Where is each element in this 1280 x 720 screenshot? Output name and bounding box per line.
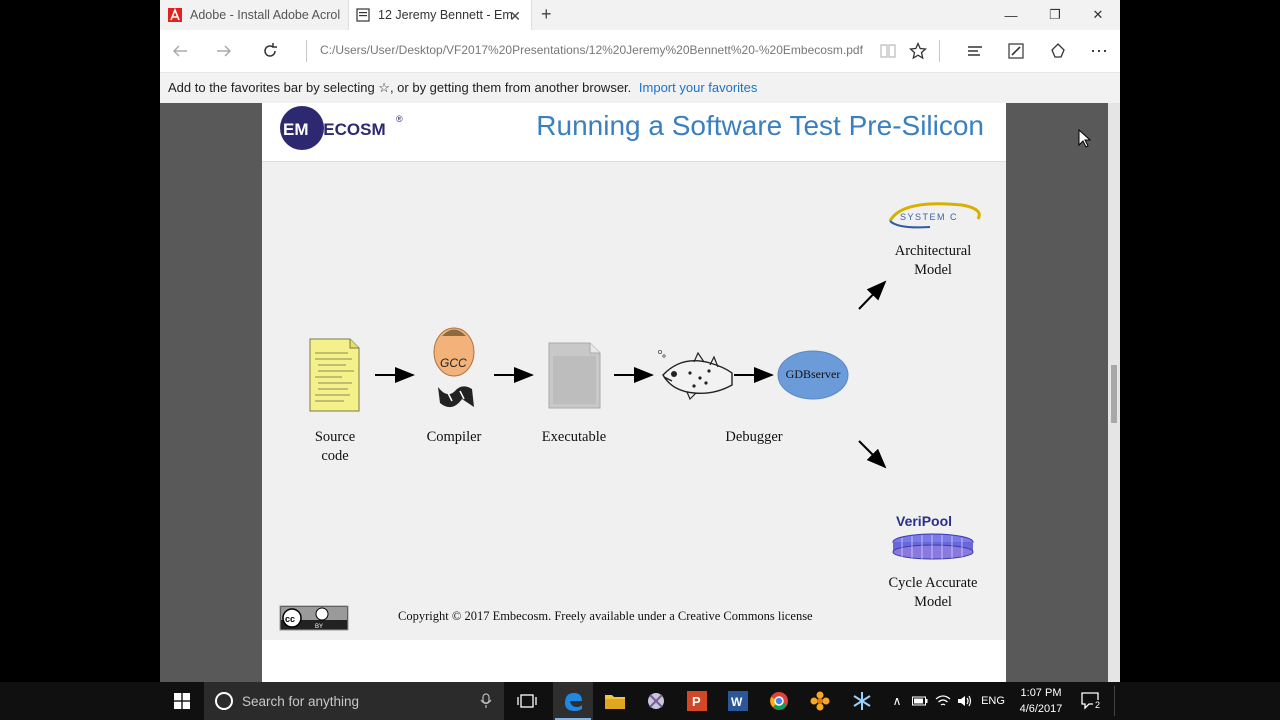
- tab-adobe[interactable]: Adobe - Install Adobe Acrol: [164, 0, 350, 30]
- copyright-notice: Copyright © 2017 Embecosm. Freely availa…: [398, 609, 813, 624]
- address-input[interactable]: C:/Users/User/Desktop/VF2017%20Presentat…: [320, 43, 863, 57]
- forward-arrow-icon[interactable]: [212, 39, 236, 63]
- flower-icon: [810, 691, 830, 711]
- taskbar-app-flower[interactable]: [800, 682, 840, 720]
- web-note-icon[interactable]: [1004, 39, 1028, 63]
- import-favorites-link[interactable]: Import your favorites: [639, 80, 758, 95]
- scrollbar-thumb[interactable]: [1111, 365, 1117, 423]
- next-page-edge: [262, 640, 1006, 682]
- microphone-icon[interactable]: [480, 693, 492, 709]
- gdb-fish-icon: [658, 350, 732, 399]
- gdbserver-label: GDBserver: [778, 367, 848, 382]
- taskbar-word[interactable]: W: [718, 682, 758, 720]
- search-placeholder: Search for anything: [242, 694, 359, 709]
- powerpoint-icon: P: [687, 691, 707, 711]
- address-separator: [306, 40, 307, 62]
- word-icon: W: [728, 691, 748, 711]
- reading-view-icon[interactable]: [876, 39, 900, 63]
- tab-bar: Adobe - Install Adobe Acrol 12 Jeremy Be…: [160, 0, 1120, 30]
- network-icon[interactable]: [932, 682, 954, 720]
- tab-title: Adobe - Install Adobe Acrol: [190, 8, 340, 22]
- close-window-button[interactable]: ✕: [1077, 0, 1119, 30]
- executable-label: Executable: [524, 428, 624, 447]
- cortana-circle-icon: [214, 691, 234, 711]
- restore-button[interactable]: ❐: [1034, 0, 1076, 30]
- address-bar: C:/Users/User/Desktop/VF2017%20Presentat…: [160, 30, 1120, 72]
- cc-text: cc: [285, 614, 295, 624]
- svg-text:W: W: [731, 695, 743, 709]
- task-view-icon: [517, 693, 537, 709]
- compiler-label: Compiler: [412, 428, 496, 447]
- gcc-compiler-icon: GCC: [434, 328, 474, 407]
- share-icon[interactable]: [1046, 39, 1070, 63]
- volume-icon[interactable]: [954, 682, 976, 720]
- back-arrow-icon[interactable]: [168, 39, 192, 63]
- folder-icon: [604, 692, 626, 710]
- windows-icon: [174, 693, 190, 709]
- veripool-logo: VeriPool: [893, 513, 973, 559]
- tab-title: 12 Jeremy Bennett - Em: [378, 8, 513, 22]
- pdf-icon: [356, 8, 370, 22]
- refresh-icon[interactable]: [258, 39, 282, 63]
- pdf-viewer[interactable]: EM BECOSM ® Running a Software Test Pre-…: [160, 103, 1120, 682]
- systemc-logo: SYSTEM C: [890, 204, 979, 228]
- svg-text:P: P: [692, 694, 701, 709]
- taskbar-powerpoint[interactable]: P: [677, 682, 717, 720]
- action-center-button[interactable]: 2: [1077, 682, 1105, 720]
- vertical-scrollbar[interactable]: [1108, 103, 1120, 682]
- clock-date: 4/6/2017: [1013, 701, 1069, 717]
- debugger-label: Debugger: [704, 428, 804, 447]
- favorites-bar: Add to the favorites bar by selecting ☆,…: [160, 72, 1120, 103]
- clock-time: 1:07 PM: [1013, 685, 1069, 701]
- tab-embecosm-pdf[interactable]: 12 Jeremy Bennett - Em ✕: [348, 0, 532, 30]
- favorites-bar-message: Add to the favorites bar by selecting ☆,…: [168, 80, 631, 95]
- taskbar: Search for anything P W ∧: [0, 682, 1280, 720]
- start-button[interactable]: [160, 682, 204, 720]
- pdf-page: EM BECOSM ® Running a Software Test Pre-…: [262, 103, 1006, 682]
- taskbar-app-bug[interactable]: [636, 682, 676, 720]
- battery-icon[interactable]: [909, 682, 931, 720]
- close-tab-icon[interactable]: ✕: [509, 8, 521, 25]
- executable-file-icon: [549, 343, 600, 408]
- systemc-logo-text: SYSTEM C: [900, 212, 958, 222]
- taskbar-file-explorer[interactable]: [595, 682, 635, 720]
- snowflake-icon: [852, 691, 872, 711]
- show-desktop-divider[interactable]: [1114, 686, 1115, 716]
- gcc-text: GCC: [440, 356, 467, 370]
- minimize-button[interactable]: —: [990, 0, 1032, 30]
- by-text: BY: [315, 624, 323, 630]
- notification-count: 2: [1093, 700, 1102, 710]
- language-text: ENG: [981, 695, 1005, 707]
- adobe-icon: [168, 8, 182, 22]
- cycle-accurate-model-label: Cycle Accurate Model: [872, 574, 994, 612]
- creative-commons-badge: cc BY: [280, 606, 348, 630]
- taskbar-app-snowflake[interactable]: [842, 682, 882, 720]
- taskbar-search-box[interactable]: Search for anything: [204, 682, 504, 720]
- task-view-button[interactable]: [507, 682, 547, 720]
- mouse-pointer-icon: [1078, 129, 1092, 149]
- hub-icon[interactable]: [963, 39, 987, 63]
- toolbar-separator: [939, 40, 940, 62]
- source-code-label: Source code: [300, 428, 370, 466]
- edge-browser-window: Adobe - Install Adobe Acrol 12 Jeremy Be…: [160, 0, 1120, 682]
- show-hidden-icons-chevron-icon[interactable]: ∧: [888, 682, 906, 720]
- architectural-model-label: Architectural Model: [872, 242, 994, 280]
- edge-icon: [562, 690, 584, 712]
- taskbar-clock[interactable]: 1:07 PM 4/6/2017: [1013, 685, 1069, 717]
- veripool-logo-text: VeriPool: [896, 513, 952, 529]
- language-indicator[interactable]: ENG: [978, 682, 1008, 720]
- app-icon: [645, 690, 667, 712]
- source-code-document-icon: [310, 339, 359, 411]
- taskbar-edge[interactable]: [553, 682, 593, 720]
- favorite-star-icon[interactable]: [906, 39, 930, 63]
- taskbar-chrome[interactable]: [759, 682, 799, 720]
- new-tab-button[interactable]: +: [541, 4, 552, 25]
- more-icon[interactable]: ⋯: [1087, 39, 1111, 63]
- chrome-icon: [769, 691, 789, 711]
